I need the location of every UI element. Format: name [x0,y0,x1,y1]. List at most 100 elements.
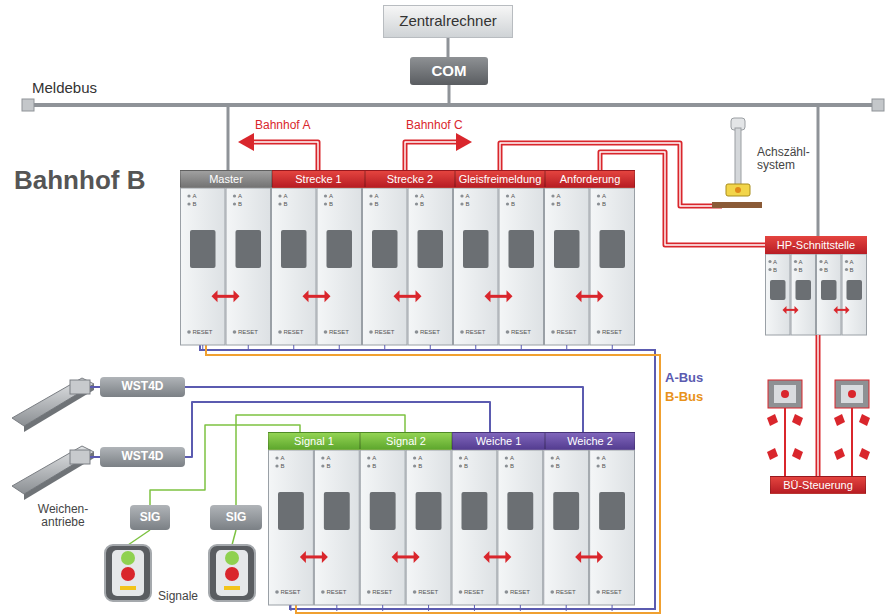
link-arrow [578,555,600,558]
link-arrow [576,290,582,302]
rack-module [317,188,362,345]
module-marking: RESET [372,589,392,595]
module-marking: A [372,455,376,461]
rack-module [226,188,271,345]
reset-button [596,590,600,594]
module-display [372,230,398,268]
reset-button [460,330,464,334]
module-marking: B [281,463,285,469]
module-marking: A [281,455,285,461]
status-led [321,456,324,459]
bus-tap [612,345,613,351]
module-marking: RESET [281,589,301,595]
module-marking: RESET [464,589,484,595]
rack-module [181,188,226,345]
bus-tap [290,605,291,611]
module-marking: B [420,201,424,207]
link-arrow [416,290,422,302]
node-label: Weiche 2 [567,435,613,447]
module-display [463,230,489,268]
node-label: Gleisfreimeldung [459,173,542,185]
reset-button [187,330,191,334]
link-arrow [575,551,581,563]
node-label: WST4D [122,450,164,463]
status-led [768,268,771,271]
status-led [597,456,600,459]
node-label: SIG [226,511,247,524]
rack-module [817,254,842,335]
bus-drop [227,105,230,170]
link-arrow [834,306,838,314]
reset-button [278,330,282,334]
link-arrow [786,309,796,311]
status-led [324,194,327,197]
node-label: BÜ-Steuerung [783,479,853,491]
status-led [415,194,418,197]
bus-end [872,99,884,111]
direction-label: Bahnhof A [255,119,310,132]
module-marking: A [375,193,379,199]
bus-tap [248,345,249,351]
rack-header: Anforderung [545,170,635,188]
reset-button [506,330,510,334]
status-led [794,260,797,263]
module-display [600,230,626,268]
bus-end [22,99,34,111]
bus-tap [521,345,522,351]
link-arrow [488,295,510,298]
status-led [768,260,771,263]
status-led [413,464,416,467]
module-marking: RESET [375,329,395,335]
connector-line [185,402,490,457]
device-label: Signale [158,590,198,603]
module-marking: B [193,201,197,207]
link-arrow [846,306,850,314]
connector-gap [600,152,765,245]
rack-module [269,450,314,605]
rack-module [363,188,408,345]
status-led [367,456,370,459]
link-arrow [322,551,328,563]
signal-controller: SIG [130,505,170,530]
connector-line [600,152,765,245]
module-marking: RESET [602,589,622,595]
rack-header: Strecke 2 [365,170,455,188]
module-display [462,492,488,530]
module-display [847,280,863,300]
rack-module [498,450,543,605]
reset-button [324,330,328,334]
module-marking: A [556,455,560,461]
module-marking: B [850,267,854,273]
status-led [413,456,416,459]
rack-module [791,254,816,335]
status-led [415,202,418,205]
link-arrow [392,551,398,563]
link-arrow [795,306,799,314]
link-arrow [837,309,847,311]
module-marking: A [557,193,561,199]
node-label: Signal 1 [294,435,334,447]
module-display [553,492,579,530]
rack-module [314,450,359,605]
module-marking: A [418,455,422,461]
module-marking: A [238,193,242,199]
rack-module [452,450,497,605]
status-led [506,202,509,205]
bus-tap [339,345,340,351]
bus-tap [428,605,429,611]
module-marking: A [193,193,197,199]
bus-tap [202,345,203,351]
module-display [770,280,786,300]
status-led [819,268,822,271]
rack-module [545,188,590,345]
bus-tap [475,345,476,351]
device-label: Weichen- antriebe [30,503,96,529]
status-led [275,464,278,467]
node-label: Zentralrechner [399,13,497,30]
module-display [236,230,262,268]
bus-tap [520,605,521,611]
status-led [597,464,600,467]
a-b-bus [200,345,660,613]
module-marking: A [420,193,424,199]
